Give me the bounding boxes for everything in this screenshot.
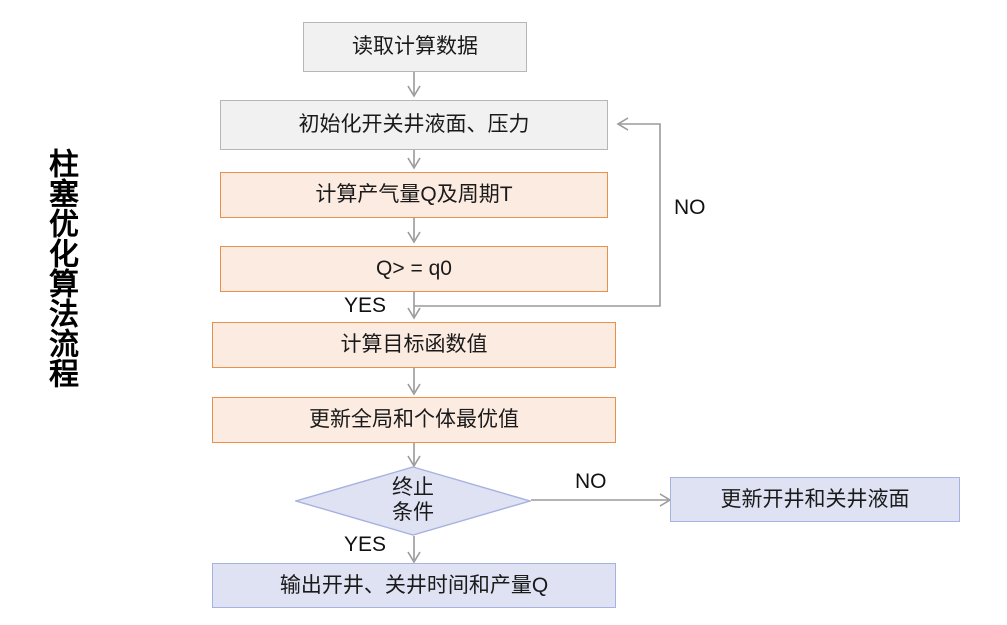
node-calc-objective[interactable]: 计算目标函数值 bbox=[212, 322, 616, 368]
node-init[interactable]: 初始化开关井液面、压力 bbox=[220, 100, 608, 150]
arrowhead-read-to-init bbox=[407, 85, 421, 98]
edge-label-stop-yes: YES bbox=[344, 533, 387, 556]
diamond-shape bbox=[295, 466, 531, 536]
arrowhead-init-to-calc bbox=[407, 157, 421, 170]
node-read-data[interactable]: 读取计算数据 bbox=[303, 22, 527, 72]
arrowhead-no-loop bbox=[616, 117, 629, 131]
node-update-levels[interactable]: 更新开井和关井液面 bbox=[670, 477, 960, 522]
node-q-check[interactable]: Q> = q0 bbox=[220, 246, 608, 292]
node-output[interactable]: 输出开井、关井时间和产量Q bbox=[212, 563, 616, 608]
node-stop-condition[interactable]: 终止 条件 bbox=[295, 466, 531, 536]
diagram-vertical-title: 柱塞优化算法流程 bbox=[44, 148, 77, 388]
arrowhead-stop-yes bbox=[407, 551, 421, 564]
arrowhead-obj-to-best bbox=[407, 383, 421, 396]
arrowhead-stop-no bbox=[659, 493, 672, 507]
edge-label-qcheck-yes: YES bbox=[344, 294, 387, 317]
arrowhead-best-to-stop bbox=[407, 455, 421, 468]
node-calc-q-t[interactable]: 计算产气量Q及周期T bbox=[220, 172, 608, 218]
arrowhead-calc-to-qcheck bbox=[407, 231, 421, 244]
edge-label-stop-no: NO bbox=[575, 470, 607, 493]
edge-label-qcheck-no: NO bbox=[674, 196, 706, 219]
node-update-best[interactable]: 更新全局和个体最优值 bbox=[212, 397, 616, 443]
arrowhead-qcheck-yes bbox=[407, 307, 421, 320]
node-stop-condition-label: 终止 条件 bbox=[392, 476, 434, 524]
